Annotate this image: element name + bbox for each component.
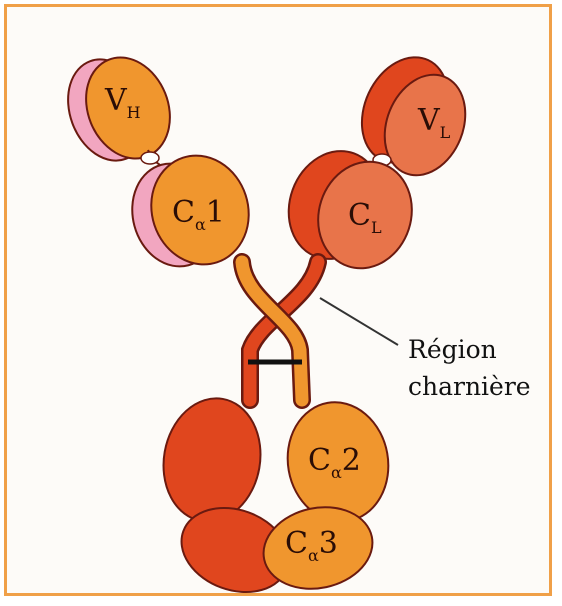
callout-leader-line <box>320 298 398 345</box>
callout-line-1: Région <box>408 335 497 364</box>
hinge-strands <box>242 262 318 400</box>
heavy-chain-left-domains <box>71 45 262 277</box>
lower-right-chain <box>256 394 398 598</box>
callout-line-2: charnière <box>408 372 531 401</box>
hypervariable-gap <box>141 152 159 164</box>
